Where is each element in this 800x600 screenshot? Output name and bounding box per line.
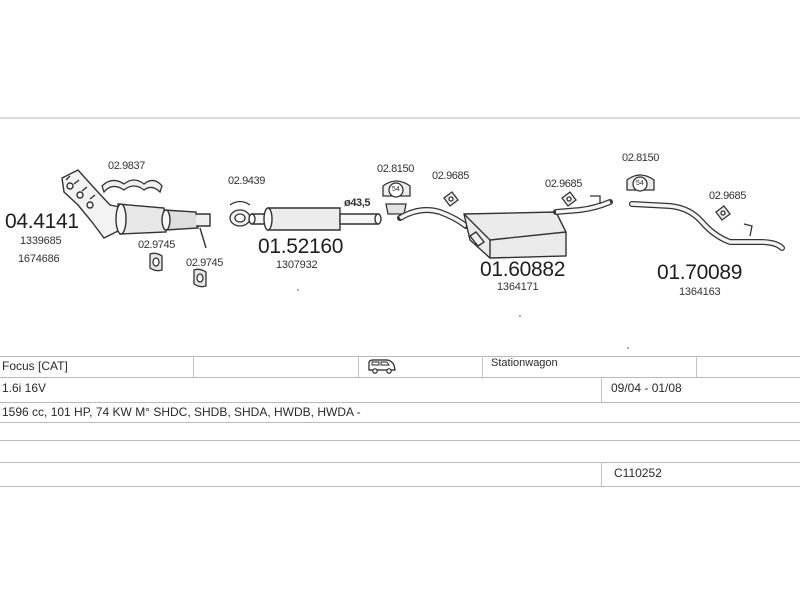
manifold-catalyst-drawing bbox=[61, 169, 211, 249]
table-rule bbox=[0, 356, 800, 357]
gasket-drawing bbox=[149, 252, 207, 288]
hanger-drawing bbox=[443, 191, 601, 207]
part-label-a5[interactable]: 02.8150 bbox=[377, 163, 414, 175]
part-number-p3[interactable]: 01.60882 bbox=[480, 258, 566, 281]
part-label-a9[interactable]: 02.9685 bbox=[709, 190, 746, 202]
diagram-code: C110252 bbox=[614, 466, 662, 480]
van-icon bbox=[367, 358, 397, 379]
diameter-label: ø43,5 bbox=[344, 197, 371, 209]
table-rule bbox=[0, 462, 800, 463]
table-divider bbox=[601, 377, 602, 402]
rear-clamp-size-label: 54 bbox=[636, 180, 644, 187]
part-ref-p1-2: 1674686 bbox=[18, 253, 60, 265]
vehicle-model: Focus [CAT] bbox=[2, 359, 68, 373]
part-label-a4[interactable]: 02.9439 bbox=[228, 175, 265, 187]
tail-pipe-inner bbox=[630, 202, 784, 250]
table-divider bbox=[482, 356, 483, 377]
part-label-a3[interactable]: 02.9745 bbox=[186, 257, 223, 269]
dot-mark bbox=[297, 289, 299, 291]
part-number-p4[interactable]: 01.70089 bbox=[657, 261, 743, 284]
production-years: 09/04 - 01/08 bbox=[611, 381, 682, 395]
table-divider bbox=[358, 356, 359, 377]
table-divider bbox=[601, 462, 602, 486]
front-silencer-drawing bbox=[248, 207, 382, 231]
table-rule bbox=[0, 422, 800, 423]
table-rule bbox=[0, 377, 800, 378]
engine-specs: 1596 cc, 101 HP, 74 KW M° SHDC, SHDB, SH… bbox=[2, 405, 361, 419]
table-rule bbox=[0, 402, 800, 403]
table-divider bbox=[193, 356, 194, 377]
part-number-p1[interactable]: 04.4141 bbox=[5, 210, 79, 233]
dot-mark bbox=[627, 347, 629, 349]
body-type: Stationwagon bbox=[491, 357, 558, 369]
tail-hanger-drawing bbox=[715, 205, 753, 237]
table-divider bbox=[696, 356, 697, 377]
seal-ring-drawing bbox=[229, 200, 251, 227]
part-label-a6[interactable]: 02.9685 bbox=[432, 170, 469, 182]
part-label-a8[interactable]: 02.8150 bbox=[622, 152, 659, 164]
part-number-p2[interactable]: 01.52160 bbox=[258, 235, 344, 258]
heat-shield-drawing bbox=[101, 179, 163, 194]
part-label-a2[interactable]: 02.9745 bbox=[138, 239, 175, 251]
part-label-a7[interactable]: 02.9685 bbox=[545, 178, 582, 190]
center-silencer-drawing bbox=[397, 199, 613, 259]
clamp-size-label: 54 bbox=[392, 186, 400, 193]
table-rule bbox=[0, 440, 800, 441]
dot-mark bbox=[519, 315, 521, 317]
part-ref-p3-1: 1364171 bbox=[497, 281, 539, 293]
part-ref-p4-1: 1364163 bbox=[679, 286, 721, 298]
part-ref-p1-1: 1339685 bbox=[20, 235, 62, 247]
part-label-a1[interactable]: 02.9837 bbox=[108, 160, 145, 172]
table-rule bbox=[0, 486, 800, 487]
engine: 1.6i 16V bbox=[2, 381, 47, 395]
rear-clamp-drawing bbox=[626, 174, 655, 192]
part-ref-p2-1: 1307932 bbox=[276, 259, 318, 271]
